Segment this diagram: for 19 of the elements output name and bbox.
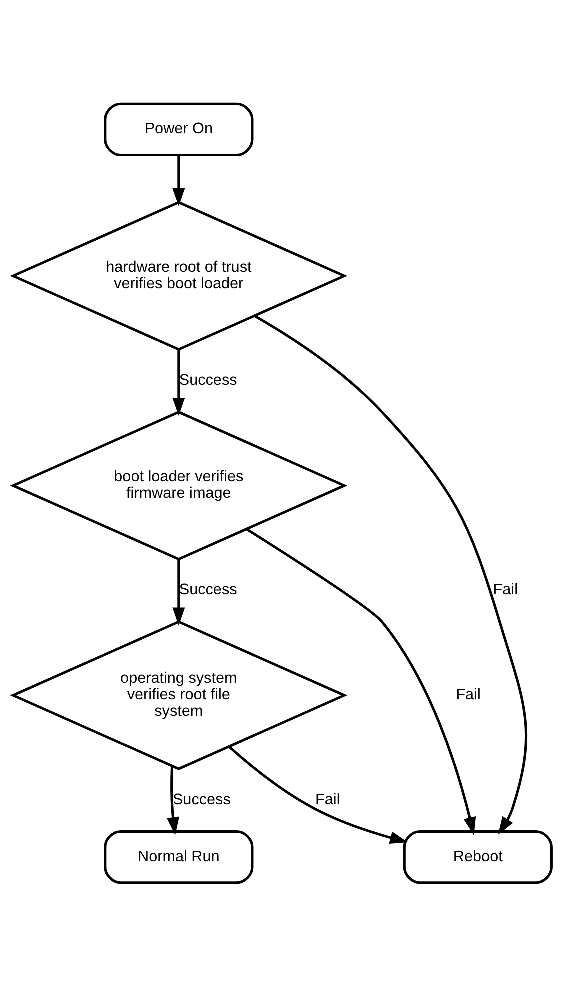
arrow [172, 155, 186, 206]
node-diamond: boot loader verifies firmware image [10, 410, 348, 561]
arrow [172, 560, 186, 626]
node-box: Reboot [403, 830, 553, 884]
arrow [254, 315, 528, 835]
edge-label: Fail [316, 791, 340, 808]
edge-label: Success [172, 791, 231, 808]
node-diamond: hardware root of trust verifies boot loader [10, 201, 348, 352]
node-box: Normal Run [104, 830, 254, 884]
edge-label: Success [179, 582, 238, 599]
node-box: Power On [104, 102, 254, 157]
arrow [167, 766, 180, 836]
arrow [228, 746, 408, 844]
edge-label: Fail [456, 686, 481, 704]
edge-label: Fail [493, 582, 518, 599]
arrow [246, 528, 476, 836]
edge-label: Success [179, 372, 238, 389]
arrow [172, 350, 186, 416]
node-diamond: operating system verifies root file system [10, 620, 348, 770]
